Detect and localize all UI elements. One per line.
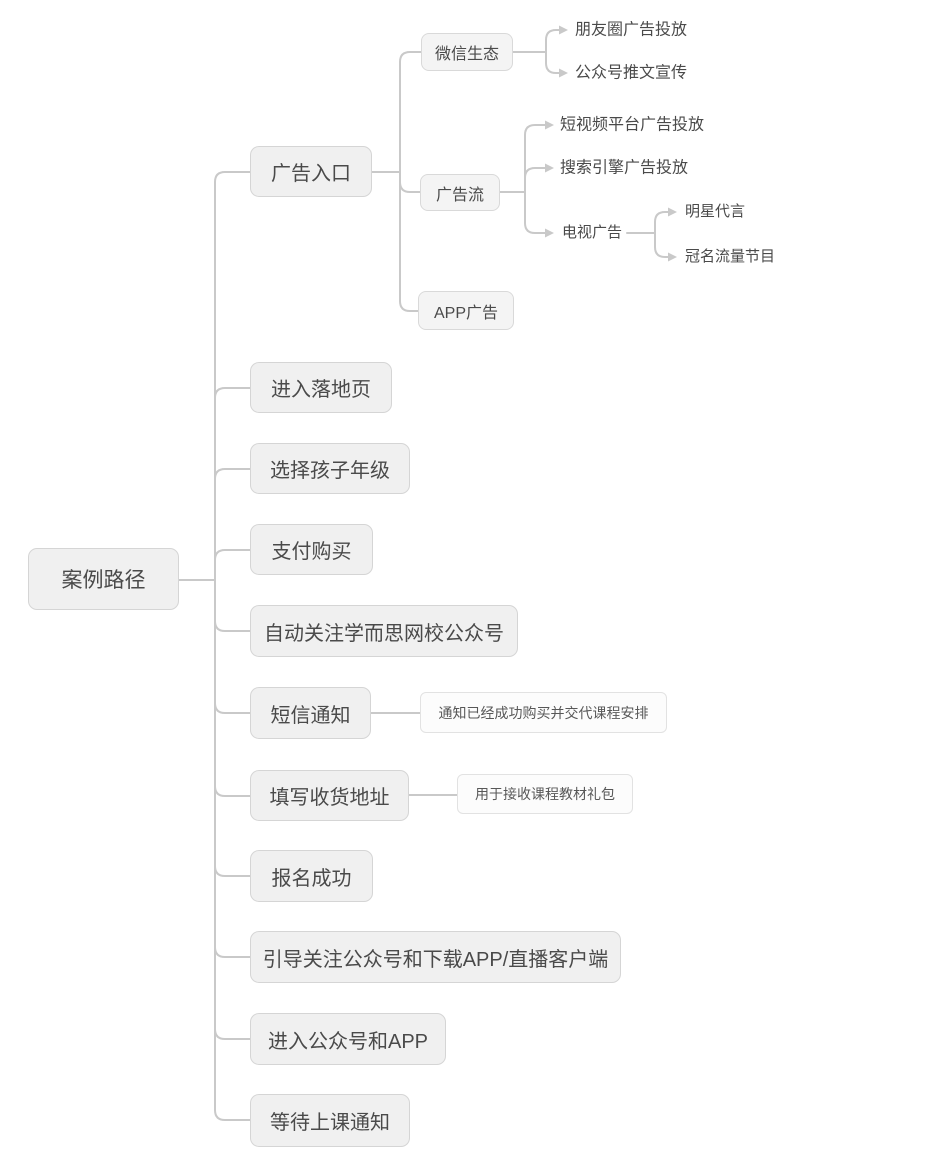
topic-moments-ads[interactable]: 朋友圈广告投放 xyxy=(575,21,688,39)
topic-shipping-address[interactable]: 填写收货地址 xyxy=(250,770,409,821)
topic-ad-entry[interactable]: 广告入口 xyxy=(250,146,372,197)
arrow-icon xyxy=(545,120,554,130)
topic-search-engine-ads[interactable]: 搜索引擎广告投放 xyxy=(560,159,689,177)
arrow-icon xyxy=(545,228,554,238)
topic-sms-notification[interactable]: 短信通知 xyxy=(250,687,371,739)
arrow-icon xyxy=(559,68,568,78)
topic-ad-stream[interactable]: 广告流 xyxy=(420,174,500,211)
topic-tv-ads[interactable]: 电视广告 xyxy=(562,224,623,241)
arrow-icon xyxy=(668,207,677,217)
topic-signup-success[interactable]: 报名成功 xyxy=(250,850,373,902)
note-address-purpose[interactable]: 用于接收课程教材礼包 xyxy=(457,774,633,814)
topic-short-video-ads[interactable]: 短视频平台广告投放 xyxy=(560,116,705,134)
note-sms-content[interactable]: 通知已经成功购买并交代课程安排 xyxy=(420,692,667,733)
topic-app-ads[interactable]: APP广告 xyxy=(418,291,514,330)
topic-root-case-path[interactable]: 案例路径 xyxy=(28,548,179,610)
topic-sponsored-programs[interactable]: 冠名流量节目 xyxy=(685,248,776,265)
topic-enter-account-app[interactable]: 进入公众号和APP xyxy=(250,1013,446,1065)
arrow-icon xyxy=(545,163,554,173)
topic-select-grade[interactable]: 选择孩子年级 xyxy=(250,443,410,494)
topic-guide-follow-download[interactable]: 引导关注公众号和下载APP/直播客户端 xyxy=(250,931,621,983)
topic-wait-class-notice[interactable]: 等待上课通知 xyxy=(250,1094,410,1147)
topic-payment[interactable]: 支付购买 xyxy=(250,524,373,575)
topic-auto-follow-account[interactable]: 自动关注学而思网校公众号 xyxy=(250,605,518,657)
arrow-icon xyxy=(668,252,677,262)
topic-wechat-ecosystem[interactable]: 微信生态 xyxy=(421,33,513,71)
topic-official-account-posts[interactable]: 公众号推文宣传 xyxy=(575,64,688,82)
topic-celebrity-endorsement[interactable]: 明星代言 xyxy=(685,203,746,220)
topic-landing-page[interactable]: 进入落地页 xyxy=(250,362,392,413)
arrow-icon xyxy=(559,25,568,35)
